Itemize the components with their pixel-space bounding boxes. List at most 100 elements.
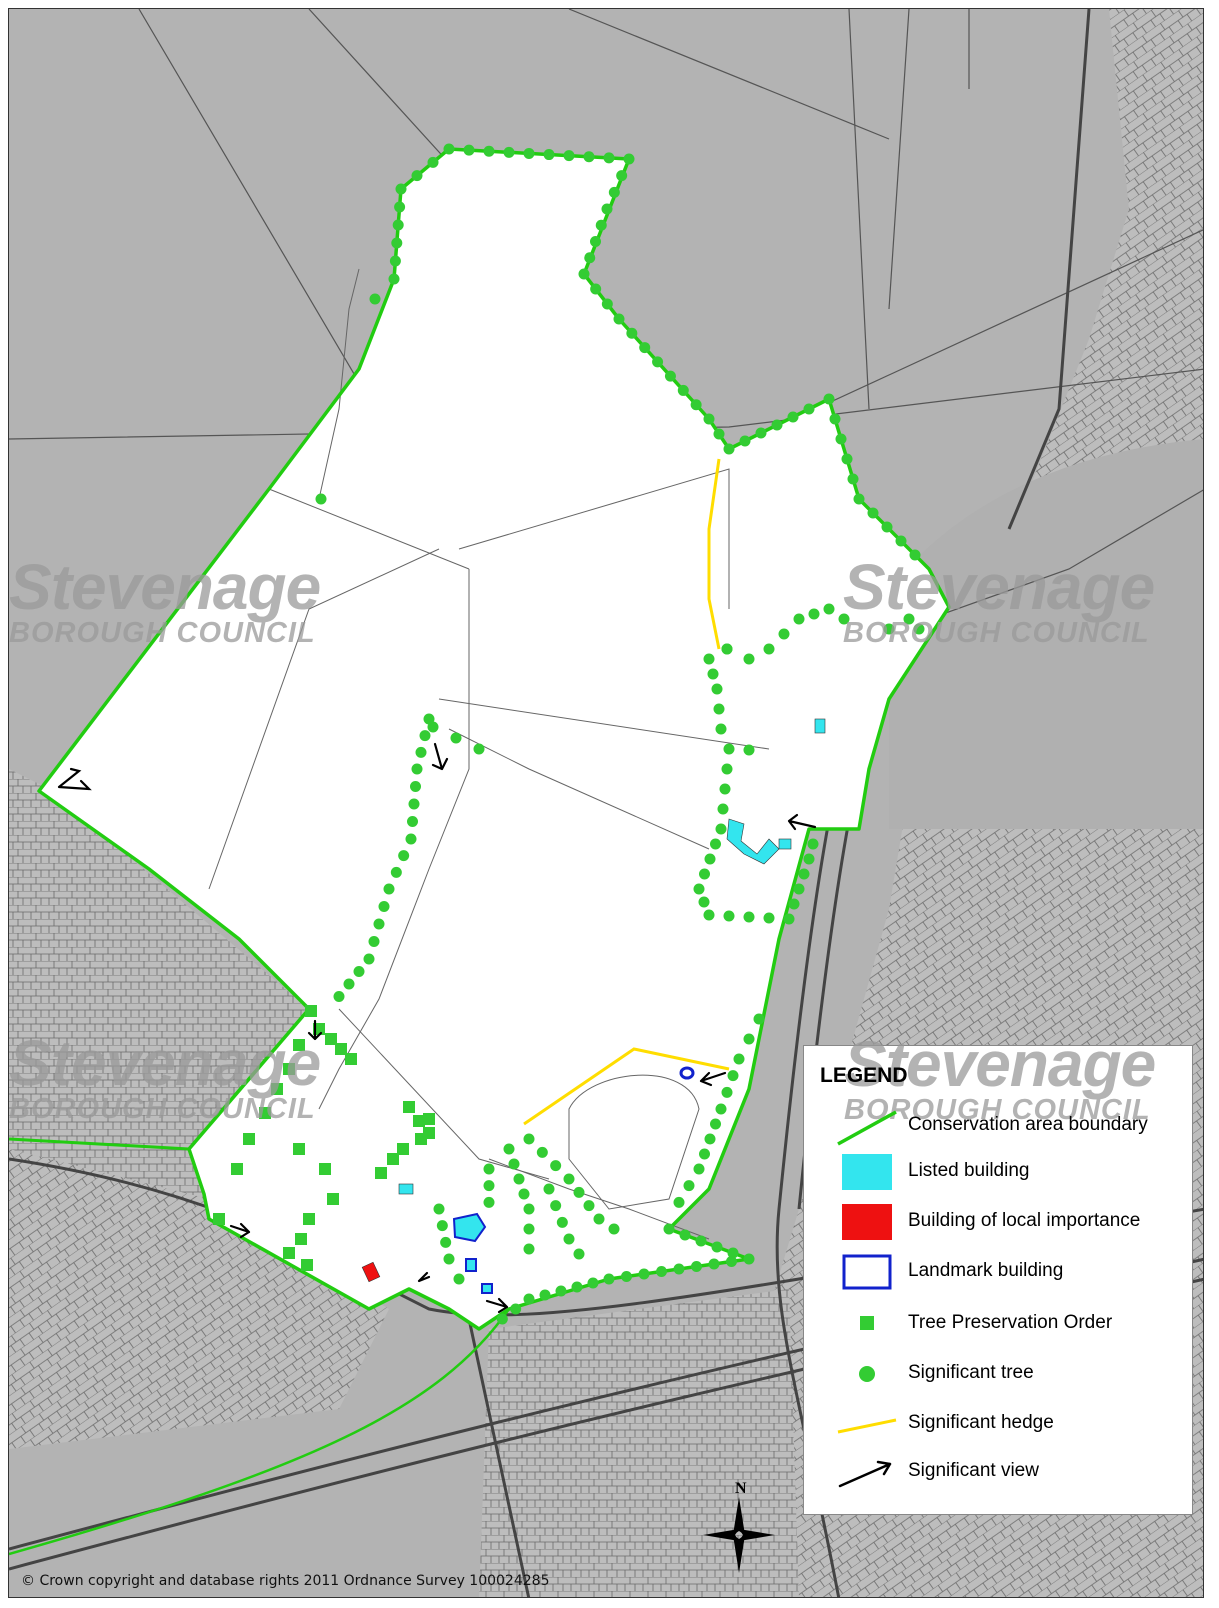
- significant-tree: [708, 1258, 720, 1270]
- significant-tree: [595, 219, 607, 231]
- legend-item-tree: Significant tree: [804, 1352, 1192, 1396]
- map-frame: Stevenage BOROUGH COUNCIL Stevenage BORO…: [8, 8, 1204, 1598]
- significant-tree: [838, 613, 850, 625]
- significant-tree: [539, 1289, 551, 1301]
- map-canvas[interactable]: [9, 9, 1204, 1598]
- tree-preservation-order: [415, 1133, 427, 1145]
- significant-tree: [503, 1143, 515, 1155]
- significant-tree: [721, 643, 733, 655]
- significant-tree: [693, 1163, 705, 1175]
- significant-tree: [743, 1253, 755, 1265]
- significant-tree: [503, 146, 515, 158]
- view-arrow: [307, 1019, 323, 1041]
- significant-tree: [369, 293, 381, 305]
- north-label: N: [735, 1480, 747, 1497]
- significant-views: [57, 742, 817, 1314]
- significant-tree: [392, 219, 404, 231]
- view-arrow: [699, 1071, 727, 1087]
- legend-item-view: Significant view: [804, 1450, 1192, 1494]
- tree-preservation-order: [293, 1143, 305, 1155]
- significant-tree: [719, 783, 731, 795]
- tree-preservation-order: [305, 1005, 317, 1017]
- copyright-notice: © Crown copyright and database rights 20…: [21, 1573, 550, 1589]
- significant-tree: [847, 473, 859, 485]
- significant-tree: [388, 273, 400, 285]
- significant-hedge: [523, 1047, 730, 1126]
- significant-tree: [587, 1277, 599, 1289]
- significant-tree: [723, 743, 735, 755]
- significant-tree: [727, 1247, 739, 1259]
- tree-preservation-order: [387, 1153, 399, 1165]
- significant-tree: [723, 910, 735, 922]
- significant-tree: [463, 144, 475, 156]
- boundary-line-southwest: [9, 1137, 190, 1151]
- significant-tree: [739, 435, 751, 447]
- significant-tree: [753, 1013, 765, 1025]
- significant-tree: [590, 283, 602, 295]
- significant-tree: [778, 628, 790, 640]
- significant-tree: [726, 1256, 737, 1267]
- significant-tree: [415, 746, 427, 758]
- significant-tree: [440, 1236, 452, 1248]
- significant-tree: [333, 991, 345, 1002]
- interior-paths: [208, 268, 770, 1240]
- significant-tree: [508, 1158, 520, 1170]
- significant-tree: [523, 147, 535, 159]
- significant-tree: [743, 911, 755, 923]
- urban-area-southwest: [9, 769, 309, 1199]
- tree-preservation-order: [375, 1167, 387, 1179]
- significant-tree: [603, 152, 615, 164]
- significant-tree: [483, 145, 495, 157]
- tree-preservation-orders: [213, 1005, 435, 1271]
- significant-tree: [573, 1186, 585, 1198]
- listed-building-symbol: [842, 1154, 892, 1190]
- significant-tree: [398, 850, 410, 862]
- tree-preservation-order: [301, 1259, 313, 1271]
- significant-tree: [483, 1163, 495, 1175]
- significant-tree: [713, 428, 725, 440]
- conservation-area: [39, 149, 949, 1329]
- significant-tree: [523, 1223, 535, 1235]
- significant-tree: [829, 413, 841, 425]
- significant-tree: [389, 255, 401, 267]
- tree-preservation-order: [271, 1083, 283, 1095]
- tree-preservation-order: [259, 1107, 271, 1119]
- legend-label: Significant view: [908, 1460, 1039, 1481]
- legend-label: Building of local importance: [908, 1210, 1141, 1231]
- tree-preservation-order: [397, 1143, 409, 1155]
- significant-tree: [450, 732, 462, 744]
- significant-tree: [363, 953, 375, 965]
- view-arrow: [431, 742, 449, 771]
- significant-tree: [483, 1180, 495, 1192]
- boundary-line-south: [9, 1308, 511, 1556]
- tree-preservation-order: [243, 1133, 255, 1145]
- significant-tree: [483, 1196, 495, 1208]
- significant-tree: [639, 342, 651, 354]
- significant-tree: [677, 384, 689, 396]
- significant-tree: [721, 1086, 733, 1098]
- significant-tree: [723, 443, 735, 455]
- significant-tree: [578, 268, 590, 280]
- view-arrow: [485, 1297, 509, 1314]
- building-of-local-importance: [361, 1261, 381, 1283]
- significant-tree: [663, 1223, 675, 1235]
- view-arrow-symbol: [838, 1460, 892, 1488]
- significant-tree: [788, 898, 800, 910]
- listed-building: [778, 838, 792, 850]
- significant-tree: [555, 1285, 567, 1297]
- significant-tree: [394, 201, 406, 213]
- significant-tree: [710, 838, 721, 850]
- significant-tree: [453, 1273, 465, 1285]
- significant-tree: [427, 721, 439, 733]
- significant-tree: [638, 1268, 650, 1280]
- landmark-building: [679, 1066, 695, 1080]
- tpo-square-symbol: [860, 1316, 874, 1330]
- significant-tree: [717, 803, 729, 815]
- significant-tree: [909, 549, 921, 561]
- significant-tree: [793, 613, 805, 625]
- significant-tree: [913, 623, 925, 635]
- significant-tree: [703, 909, 715, 921]
- significant-tree: [755, 427, 767, 439]
- significant-tree: [803, 853, 815, 865]
- tree-preservation-order: [213, 1213, 225, 1225]
